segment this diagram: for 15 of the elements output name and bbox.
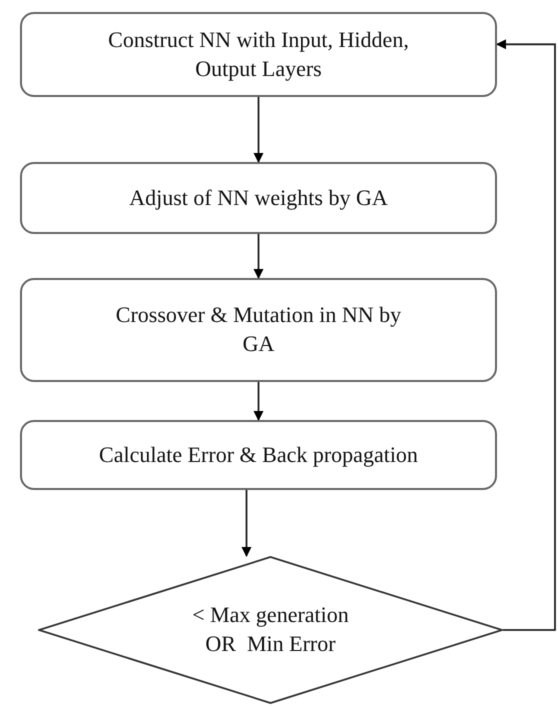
box-text: Crossover & Mutation in NN by GA xyxy=(114,301,402,358)
process-box xyxy=(20,278,497,382)
arrow xyxy=(254,234,264,279)
box-text: Adjust of NN weights by GA xyxy=(129,184,388,212)
box-text: Construct NN with Input, Hidden, Output Layers xyxy=(107,26,410,83)
process-box xyxy=(20,420,497,490)
box-text: Calculate Error & Back propagation xyxy=(99,440,418,469)
arrow xyxy=(254,97,264,163)
box-text: < Max generation OR Min Error xyxy=(191,601,350,658)
arrow xyxy=(496,39,556,631)
process-box xyxy=(20,12,497,97)
arrow xyxy=(242,490,252,557)
process-box xyxy=(20,162,497,234)
decision-diamond xyxy=(38,556,503,704)
arrow xyxy=(254,382,264,421)
